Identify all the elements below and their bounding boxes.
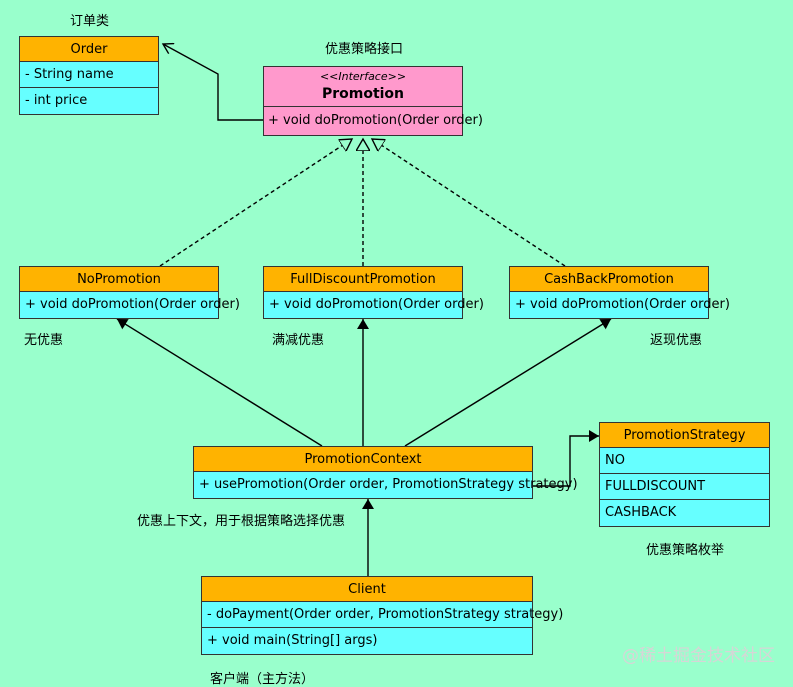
cashback-class-name: CashBackPromotion [510,267,708,292]
order-field-price: - int price [20,88,158,114]
promotion-context-box: PromotionContext + usePromotion(Order or… [193,446,578,499]
fulldiscount-class-name: FullDiscountPromotion [264,267,462,292]
order-class-label: 订单类 [70,14,110,29]
promotion-strategy-box: PromotionStrategy NO FULLDISCOUNT CASHBA… [599,422,770,527]
context-to-nopromotion-edge [116,318,323,447]
client-method-main: + void main(String[] args) [202,628,532,654]
promotion-interface-label: 优惠策略接口 [325,42,404,57]
promotion-interface-box: <<Interface>> Promotion + void doPromoti… [263,66,483,136]
client-label: 客户端（主方法） [210,672,315,687]
no-promotion-label: 无优惠 [24,333,64,348]
interface-stereotype: <<Interface>> [319,70,407,83]
strategy-value-cashback: CASHBACK [600,500,769,526]
context-to-strategy-edge [533,430,599,487]
fulldiscount-method: + void doPromotion(Order order) [264,292,484,318]
context-label: 优惠上下文，用于根据策略选择优惠 [137,514,346,529]
nopromotion-realizes-promotion-edge [159,139,352,267]
promotion-interface-header: <<Interface>> Promotion [264,67,462,107]
order-class-box: Order - String name - int price [19,36,159,115]
order-field-name: - String name [20,62,158,88]
client-class-box: Client - doPayment(Order order, Promotio… [201,576,563,655]
strategy-enum-label: 优惠策略枚举 [646,543,725,558]
fulldiscount-class-box: FullDiscountPromotion + void doPromotion… [263,266,484,319]
client-class-name: Client [202,577,532,602]
nopromotion-class-box: NoPromotion + void doPromotion(Order ord… [19,266,240,319]
nopromotion-method: + void doPromotion(Order order) [20,292,240,318]
full-discount-label: 满减优惠 [272,333,325,348]
strategy-value-fulldiscount: FULLDISCOUNT [600,474,769,500]
nopromotion-class-name: NoPromotion [20,267,218,292]
promotion-strategy-name: PromotionStrategy [600,423,769,448]
cashback-method: + void doPromotion(Order order) [510,292,730,318]
context-to-cashback-edge [404,318,612,447]
cash-back-label: 返现优惠 [650,333,703,348]
promotion-context-name: PromotionContext [194,447,532,472]
cashback-class-box: CashBackPromotion + void doPromotion(Ord… [509,266,730,319]
promotion-context-method: + usePromotion(Order order, PromotionStr… [194,472,578,498]
promotion-to-order-edge [163,44,263,121]
strategy-value-no: NO [600,448,769,474]
promotion-method: + void doPromotion(Order order) [264,107,483,135]
order-class-name: Order [20,37,158,62]
promotion-interface-name: Promotion [321,86,405,102]
watermark: @稀土掘金技术社区 [622,646,775,666]
cashback-realizes-promotion-edge [372,139,566,267]
client-method-dopayment: - doPayment(Order order, PromotionStrate… [202,602,563,628]
